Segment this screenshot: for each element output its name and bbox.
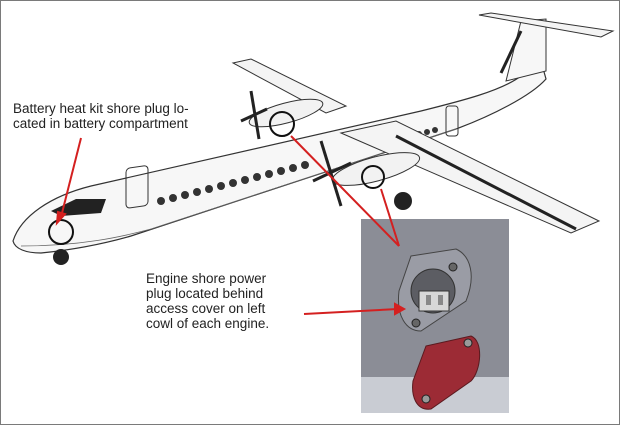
near-engine-plug-marker — [361, 165, 385, 189]
engine-callout-line: plug located behind — [146, 286, 264, 301]
propeller-near — [312, 140, 352, 207]
far-engine-plug-marker — [269, 111, 295, 137]
callout-arrows — [55, 137, 407, 316]
battery-callout-line: Battery heat kit shore plug lo- — [13, 101, 189, 116]
inset-leader-lines — [290, 135, 400, 247]
access-cover — [412, 335, 481, 410]
door — [125, 165, 149, 209]
horizontal-tail — [478, 12, 615, 38]
engine-callout-line: cowl of each engine. — [146, 316, 270, 331]
cockpit-window — [51, 199, 106, 216]
engine-plug-inset — [361, 219, 509, 413]
near-wing — [339, 120, 601, 234]
engine-callout-line: access cover on left — [146, 301, 266, 316]
cabin-windows — [157, 127, 438, 205]
battery-callout-line: cated in battery compartment — [13, 116, 188, 131]
main-gear — [394, 192, 412, 210]
nose-gear — [53, 249, 69, 265]
engine-callout-line: Engine shore power — [146, 271, 267, 286]
battery-plug-callout: Battery heat kit shore plug lo- cated in… — [13, 101, 223, 131]
propeller-far — [240, 90, 268, 140]
engine-plug-callout: Engine shore power plug located behind a… — [146, 271, 296, 331]
